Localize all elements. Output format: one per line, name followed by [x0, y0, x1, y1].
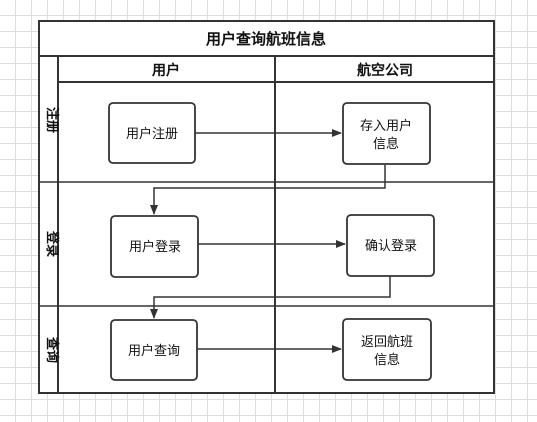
- node-store-user-info-line1: 存入用户: [360, 118, 412, 134]
- node-user-login-box: [110, 215, 199, 278]
- node-confirm-login-label: 确认登录: [365, 239, 417, 254]
- connector-confirm-to-query: [150, 276, 391, 319]
- column-header-user: 用户: [152, 62, 180, 79]
- lane-label-login: 登录: [44, 230, 60, 257]
- node-return-flight-info-box: [342, 318, 432, 381]
- node-return-flight-info[interactable]: 返回航班 信息: [342, 318, 432, 381]
- column-header-airline: 航空公司: [357, 62, 413, 79]
- node-return-flight-info-line1: 返回航班: [361, 334, 413, 350]
- node-user-login-label: 用户登录: [129, 239, 181, 255]
- node-user-register[interactable]: 用户注册: [108, 102, 196, 164]
- node-user-query-box: [110, 319, 198, 381]
- node-user-register-box: [108, 102, 196, 164]
- node-user-login[interactable]: 用户登录: [110, 215, 199, 278]
- lane-label-register: 注册: [44, 107, 60, 133]
- node-user-register-label: 用户注册: [126, 126, 178, 142]
- node-user-query[interactable]: 用户查询: [110, 319, 198, 381]
- node-store-user-info[interactable]: 存入用户 信息: [342, 102, 431, 165]
- node-confirm-login[interactable]: 确认登录: [346, 214, 435, 277]
- node-confirm-login-box: [346, 214, 435, 277]
- node-return-flight-info-line2: 信息: [374, 352, 400, 368]
- connector-store-to-login: [150, 165, 386, 215]
- node-user-query-label: 用户查询: [128, 343, 180, 359]
- diagram-title: 用户查询航班信息: [206, 30, 326, 48]
- node-store-user-info-line2: 信息: [373, 136, 399, 152]
- lane-label-query: 查询: [44, 336, 60, 363]
- node-store-user-info-box: [342, 102, 431, 165]
